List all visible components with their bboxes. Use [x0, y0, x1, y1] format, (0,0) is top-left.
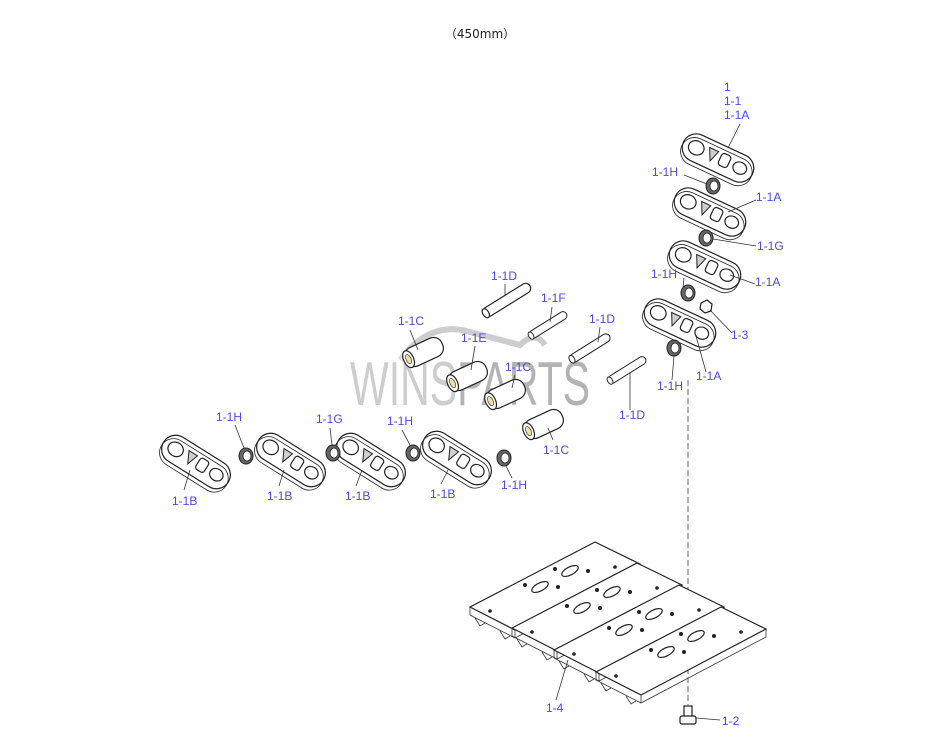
label-1-1e[interactable]: 1-1E [461, 331, 486, 345]
label-1-1d[interactable]: 1-1D [491, 269, 517, 283]
label-1-1h[interactable]: 1-1H [387, 414, 413, 428]
seal-1-1h [496, 449, 512, 467]
leader-lines [183, 123, 757, 721]
label-1-3[interactable]: 1-3 [731, 328, 749, 342]
link-1-1b-2 [248, 427, 332, 497]
label-1-4[interactable]: 1-4 [546, 701, 564, 715]
diagram-title: （450mm） [445, 27, 515, 41]
seal-1-1h [666, 339, 682, 357]
label-1-1a[interactable]: 1-1A [756, 190, 781, 204]
label-1-1c[interactable]: 1-1C [543, 443, 569, 457]
label-1-1c[interactable]: 1-1C [398, 314, 424, 328]
seal-1-1h [405, 444, 421, 462]
label-1-1b[interactable]: 1-1B [172, 494, 197, 508]
label-1-2[interactable]: 1-2 [722, 714, 740, 728]
label-1-1h[interactable]: 1-1H [216, 410, 242, 424]
label-1-1a[interactable]: 1-1A [724, 108, 749, 122]
label-1-1b[interactable]: 1-1B [267, 489, 292, 503]
label-1[interactable]: 1 [724, 80, 731, 94]
label-1-1d[interactable]: 1-1D [619, 408, 645, 422]
link-1-1b-3 [328, 427, 412, 497]
pin-1-1d [605, 354, 648, 386]
master-pin-1-1f [526, 309, 569, 341]
label-1-1a[interactable]: 1-1A [755, 275, 780, 289]
pin-1-1d [480, 280, 534, 320]
label-1-1g[interactable]: 1-1G [757, 239, 784, 253]
label-1-1[interactable]: 1-1 [724, 94, 742, 108]
link-1-1b-4 [414, 425, 498, 495]
label-1-1c[interactable]: 1-1C [505, 360, 531, 374]
nut-1-3 [699, 299, 713, 314]
label-1-1b[interactable]: 1-1B [430, 487, 455, 501]
label-1-1h[interactable]: 1-1H [501, 478, 527, 492]
label-1-1f[interactable]: 1-1F [541, 291, 566, 305]
seal-1-1h [705, 177, 721, 195]
label-1-1b[interactable]: 1-1B [345, 489, 370, 503]
link-1-1b-1 [153, 429, 237, 499]
bolt-1-2 [679, 705, 697, 725]
label-1-1h[interactable]: 1-1H [651, 267, 677, 281]
label-1-1h[interactable]: 1-1H [657, 379, 683, 393]
spacer-1-1g [698, 229, 714, 247]
spacer-1-1g [325, 444, 341, 462]
label-1-1d[interactable]: 1-1D [589, 312, 615, 326]
seal-1-1h [238, 447, 254, 465]
label-1-1g[interactable]: 1-1G [316, 412, 343, 426]
label-1-1a[interactable]: 1-1A [696, 369, 721, 383]
part-labels: 1 1-1 1-1A 1-1H 1-1A 1-1G 1-1H 1-1A 1-3 … [172, 80, 784, 728]
label-1-1h[interactable]: 1-1H [652, 165, 678, 179]
